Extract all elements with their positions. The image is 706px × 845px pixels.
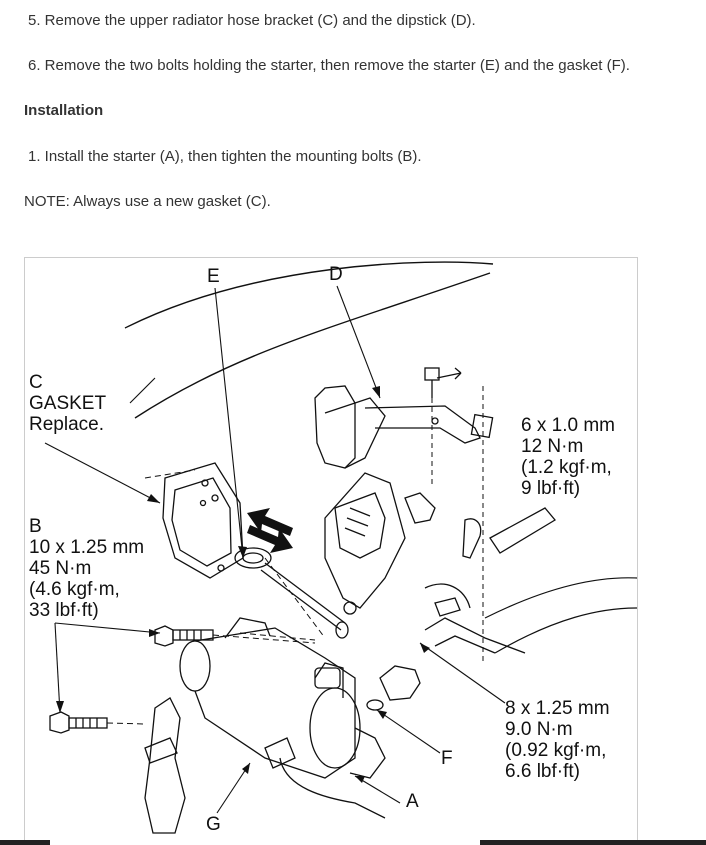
label-a: A	[406, 791, 419, 812]
label-e: E	[207, 266, 220, 287]
starter-mounting-bolt-lower	[49, 711, 146, 734]
lower-bolt-torque-spec: 8 x 1.25 mm 9.0 N·m (0.92 kgf·m, 6.6 lbf…	[505, 698, 610, 782]
bracket-bolt-top	[424, 367, 484, 663]
bottom-scroll-bar-right	[480, 840, 706, 845]
alignment-dashes	[144, 469, 326, 641]
engine-outline-curve-right	[484, 577, 637, 619]
engine-outline-curve-right2	[494, 607, 637, 654]
starter-mounting-bolt-upper	[154, 625, 316, 647]
starter-installation-diagram: E D F A G C GASKET Replace. B 10 x 1.25 …	[24, 257, 638, 845]
label-g: G	[206, 814, 221, 835]
leader-arrowheads	[56, 386, 430, 783]
label-f: F	[441, 748, 453, 769]
install-step-1-text: 1. Install the starter (A), then tighten…	[28, 148, 422, 165]
engine-outline-curve-lower	[134, 272, 491, 419]
gasket-note: NOTE: Always use a new gasket (C).	[24, 193, 271, 210]
dipstick-part	[234, 547, 349, 639]
bottom-scroll-bar-left	[0, 840, 50, 845]
upper-bolt-torque-spec: 6 x 1.0 mm 12 N·m (1.2 kgf·m, 9 lbf·ft)	[521, 415, 615, 499]
gasket-part	[162, 462, 244, 579]
engine-outline-curve-upper	[124, 261, 494, 329]
starter-motor-part	[179, 617, 386, 819]
diagram-drawing	[44, 261, 637, 834]
installation-heading: Installation	[24, 102, 104, 119]
removal-direction-arrow	[247, 508, 293, 553]
step-6-text: 6. Remove the two bolts holding the star…	[28, 57, 630, 74]
gasket-f-ring	[366, 665, 421, 711]
leader-lines	[44, 285, 506, 814]
bolt-b-torque-callout: B 10 x 1.25 mm 45 N·m (4.6 kgf·m, 33 lbf…	[29, 516, 145, 621]
engine-side-parts	[404, 492, 556, 654]
label-d: D	[329, 264, 343, 285]
hose-bracket-part	[314, 385, 494, 469]
starter-lower-bracket	[144, 697, 186, 834]
starter-bracket-part	[324, 472, 406, 615]
step-5-text: 5. Remove the upper radiator hose bracke…	[28, 12, 476, 29]
gasket-callout: C GASKET Replace.	[29, 372, 107, 435]
